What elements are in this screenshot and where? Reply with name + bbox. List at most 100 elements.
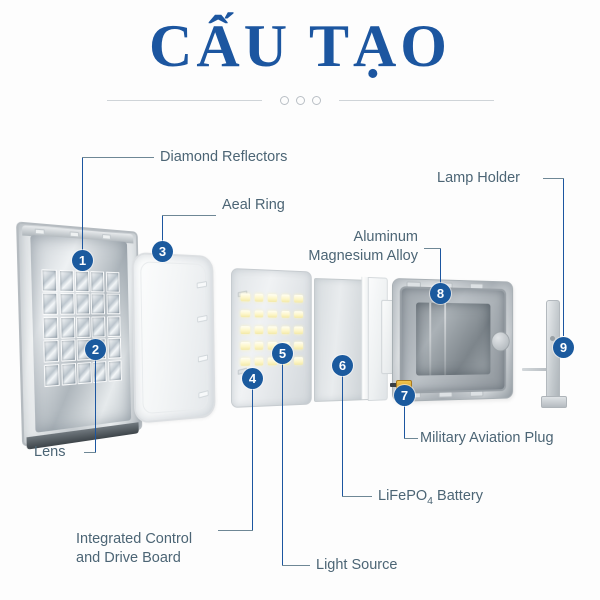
leader-line-8-vertical: [440, 248, 441, 293]
leader-line-7-vertical: [404, 406, 405, 438]
divider-dot-3: [311, 95, 321, 105]
led-chip: [241, 342, 250, 350]
divider-dot-1: [279, 95, 289, 105]
leader-line-7-horizontal: [404, 438, 418, 439]
callout-badge-1[interactable]: 1: [72, 250, 93, 271]
reflector-cell: [75, 293, 91, 315]
reflector-cell: [58, 269, 74, 292]
reflector-cell: [90, 270, 105, 293]
leader-line-4-horizontal: [218, 530, 253, 531]
reflector-cell: [91, 316, 106, 338]
led-chip: [281, 326, 290, 334]
reflector-cell: [60, 339, 76, 362]
leader-line-2-horizontal: [84, 452, 96, 453]
led-chip: [241, 325, 250, 334]
callout-badge-7[interactable]: 7: [394, 385, 415, 406]
led-chip: [254, 294, 264, 302]
reflector-clip: [102, 233, 111, 240]
led-chip: [281, 294, 290, 303]
bracket-foot: [541, 396, 567, 408]
leader-line-4-vertical: [252, 389, 253, 530]
callout-label-8: Aluminum Magnesium Alloy: [308, 228, 418, 266]
reflector-cell: [105, 271, 120, 293]
callout-label-6-subscript: 4: [427, 494, 434, 507]
divider-line-right: [338, 99, 494, 101]
callout-badge-4[interactable]: 4: [242, 368, 263, 389]
callout-badge-5[interactable]: 5: [272, 343, 293, 364]
leader-line-6-vertical: [342, 376, 343, 496]
housing-pivot-boss: [491, 331, 510, 352]
callout-label-1: Diamond Reflectors: [160, 149, 288, 165]
part-lifepo4-battery: [314, 276, 388, 402]
leader-line-1-horizontal: [82, 157, 154, 158]
leader-line-5-horizontal: [282, 565, 310, 566]
reflector-cell: [59, 316, 75, 339]
callout-label-4-line2: and Drive Board: [76, 550, 181, 566]
divider-dots: [279, 95, 321, 105]
title-divider: [0, 92, 600, 108]
leader-line-8-horizontal: [424, 248, 441, 249]
callout-label-4-line1: Integrated Control: [76, 531, 193, 547]
plug-pin: [390, 383, 397, 387]
reflector-cell: [41, 269, 58, 292]
housing-sealing-rim: [399, 286, 507, 394]
reflector-cell: [43, 340, 60, 363]
part-led-light-source-board: [231, 268, 312, 408]
callout-label-6-prefix: LiFePO: [378, 488, 428, 504]
page-title: CẤU TẠO: [149, 13, 451, 79]
divider-dot-2: [295, 95, 305, 105]
callout-label-6: LiFePO4 Battery: [378, 487, 483, 511]
leader-line-2-vertical: [95, 360, 96, 452]
header: CẤU TẠO: [0, 0, 600, 120]
reflector-cell: [59, 293, 75, 316]
callout-label-5: Light Source: [316, 557, 398, 573]
callout-badge-6[interactable]: 6: [332, 355, 353, 376]
reflector-cell: [91, 293, 106, 315]
diamond-reflector-grid: [41, 269, 122, 387]
housing-mount-rail: [522, 368, 550, 371]
reflector-clip: [69, 231, 80, 238]
led-board-substrate: [231, 268, 312, 408]
led-chip: [268, 310, 277, 318]
leader-line-9-vertical: [563, 178, 564, 336]
callout-label-6-suffix: Battery: [433, 488, 483, 504]
reflector-cell: [107, 337, 121, 360]
reflector-cell: [42, 292, 59, 316]
housing-vane: [429, 302, 432, 376]
callout-label-9: Lamp Holder: [437, 170, 521, 186]
reflector-cell: [44, 363, 60, 387]
reflector-cell: [77, 361, 92, 384]
leader-line-3-vertical: [162, 215, 163, 252]
reflector-cell: [43, 316, 59, 339]
callout-badge-9[interactable]: 9: [553, 337, 574, 358]
callout-label-8-line2: Magnesium Alloy: [308, 248, 418, 264]
led-chip: [294, 310, 303, 319]
led-chip: [294, 326, 303, 334]
callout-label-3: Aeal Ring: [222, 197, 285, 213]
led-chip: [268, 326, 277, 334]
callout-label-7: Military Aviation Plug: [420, 430, 554, 446]
led-chip: [254, 342, 264, 350]
led-chip: [241, 358, 250, 366]
callout-badge-3[interactable]: 3: [152, 241, 173, 262]
callout-label-4: Integrated Control and Drive Board: [76, 530, 192, 568]
divider-line-left: [106, 99, 262, 101]
callout-badge-8[interactable]: 8: [430, 283, 451, 304]
reflector-cell: [75, 316, 91, 338]
led-chip: [254, 326, 264, 334]
callout-label-8-line1: Aluminum: [353, 229, 418, 245]
reflector-cell: [74, 270, 90, 293]
led-chip: [241, 293, 250, 302]
callout-label-2: Lens: [34, 444, 66, 460]
led-chip: [294, 295, 303, 303]
led-chip: [268, 294, 277, 303]
led-chip: [294, 341, 303, 350]
reflector-cell: [106, 315, 121, 337]
led-chip: [241, 309, 250, 318]
aeal-ring-body: [131, 251, 216, 424]
leader-line-6-horizontal: [342, 496, 372, 497]
led-chip: [281, 310, 290, 319]
reflector-clip: [34, 228, 45, 235]
callout-badge-2[interactable]: 2: [85, 339, 106, 360]
